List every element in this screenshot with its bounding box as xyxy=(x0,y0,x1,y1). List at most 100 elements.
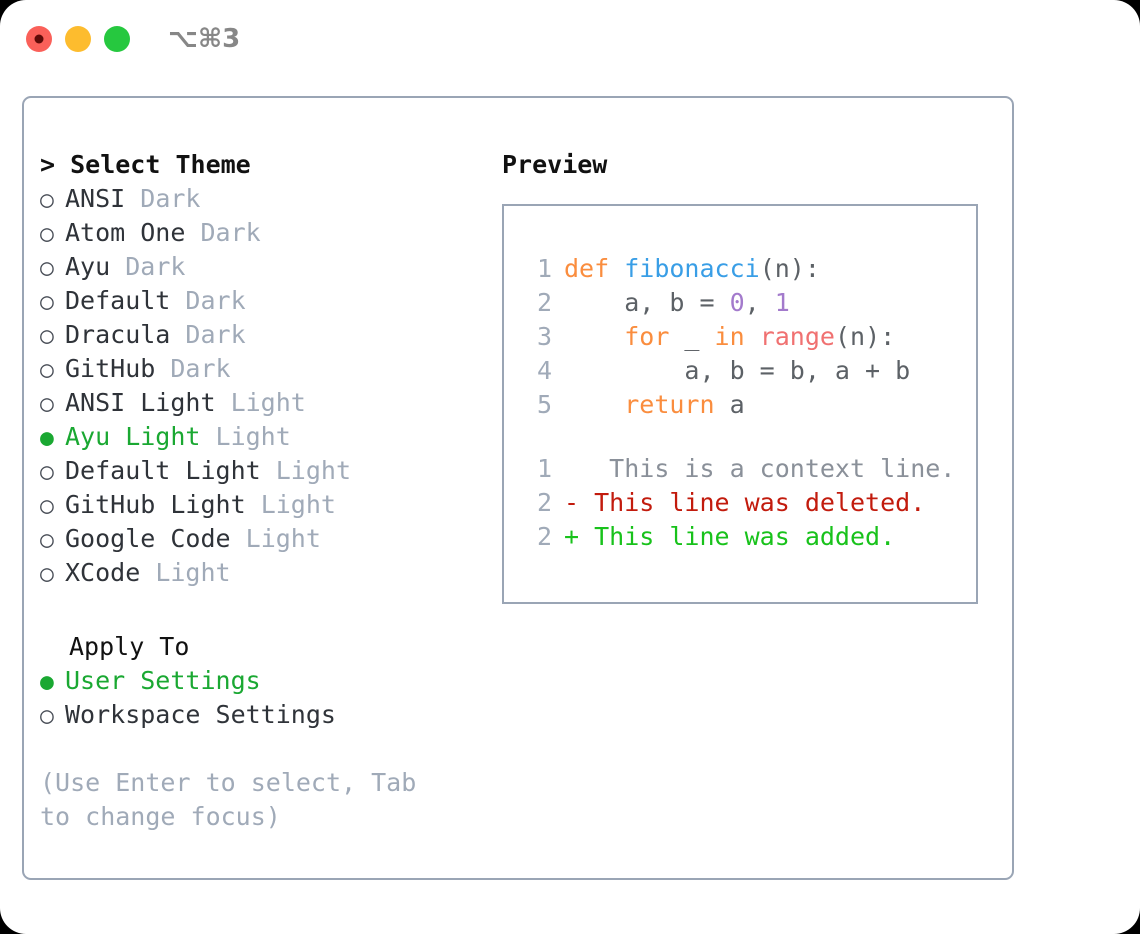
code-token-txt: a xyxy=(714,390,745,419)
radio-selected-icon: ● xyxy=(40,425,54,451)
code-token-txt: (n): xyxy=(759,254,820,283)
diff-text: This line was deleted. xyxy=(579,488,926,517)
code-line-number: 2 xyxy=(536,288,552,317)
theme-option-variant: Dark xyxy=(170,354,231,383)
apply-to-option-label: User Settings xyxy=(65,666,261,695)
code-token-txt: a, b = b, a + b xyxy=(564,356,911,385)
code-line: 5 return a xyxy=(504,388,976,422)
radio-selected-icon: ● xyxy=(40,669,54,695)
theme-option-label: ANSI xyxy=(65,184,126,213)
code-token-txt: , xyxy=(744,288,775,317)
label-gap xyxy=(170,318,185,352)
diff-sign: - xyxy=(564,488,580,517)
theme-option-variant: Dark xyxy=(200,218,261,247)
apply-to-option-workspace-settings[interactable]: ○ Workspace Settings xyxy=(40,698,490,732)
radio-unselected-icon: ○ xyxy=(40,703,54,729)
radio-unselected-icon: ○ xyxy=(40,221,54,247)
theme-option-variant: Light xyxy=(275,456,351,485)
minimize-window-button[interactable] xyxy=(65,26,91,52)
code-token-kw: in xyxy=(714,322,745,351)
label-gap xyxy=(170,284,185,318)
theme-option-label: Google Code xyxy=(65,524,231,553)
label-gap xyxy=(200,420,215,454)
code-token-fn: fibonacci xyxy=(624,254,760,283)
code-token-num: 0 xyxy=(729,288,745,317)
apply-to-option-user-settings[interactable]: ● User Settings xyxy=(40,664,490,698)
code-line-number: 3 xyxy=(536,322,552,351)
theme-option-variant: Light xyxy=(260,490,336,519)
label-gap xyxy=(155,352,170,386)
code-token-kw: return xyxy=(624,390,715,419)
theme-option-label: XCode xyxy=(65,558,141,587)
diff-line-add: 2 + This line was added. xyxy=(504,520,976,554)
theme-option-atom-one[interactable]: ○Atom One Dark xyxy=(40,216,490,250)
theme-option-ayu-light[interactable]: ●Ayu Light Light xyxy=(40,420,490,454)
diff-line-number: 2 xyxy=(536,488,552,517)
theme-option-variant: Dark xyxy=(185,320,246,349)
theme-option-ansi-light[interactable]: ○ANSI Light Light xyxy=(40,386,490,420)
theme-option-label: ANSI Light xyxy=(65,388,216,417)
theme-option-variant: Light xyxy=(230,388,306,417)
theme-option-variant: Dark xyxy=(185,286,246,315)
theme-option-default-light[interactable]: ○Default Light Light xyxy=(40,454,490,488)
theme-option-ansi[interactable]: ○ANSI Dark xyxy=(40,182,490,216)
theme-option-default[interactable]: ○Default Dark xyxy=(40,284,490,318)
hint-spacer xyxy=(40,732,490,766)
apply-to-option-label: Workspace Settings xyxy=(65,700,336,729)
code-token-call: range xyxy=(759,322,835,351)
theme-option-xcode[interactable]: ○XCode Light xyxy=(40,556,490,590)
maximize-window-button[interactable] xyxy=(104,26,130,52)
theme-option-label: Default Light xyxy=(65,456,261,485)
theme-option-github-light[interactable]: ○GitHub Light Light xyxy=(40,488,490,522)
theme-option-variant: Dark xyxy=(125,252,186,281)
theme-option-list: ○ANSI Dark○Atom One Dark○Ayu Dark○Defaul… xyxy=(40,182,490,590)
label-gap xyxy=(140,556,155,590)
label-gap xyxy=(185,216,200,250)
radio-unselected-icon: ○ xyxy=(40,527,54,553)
theme-option-label: Ayu xyxy=(65,252,111,281)
label-gap xyxy=(216,386,231,420)
diff-sign: + xyxy=(564,522,580,551)
label-gap xyxy=(110,250,125,284)
theme-option-variant: Light xyxy=(155,558,231,587)
traffic-light-group xyxy=(26,26,130,52)
title-bar: ⌥⌘3 xyxy=(0,0,1140,78)
radio-unselected-icon: ○ xyxy=(40,493,54,519)
diff-line-number: 2 xyxy=(536,522,552,551)
code-line-number: 4 xyxy=(536,356,552,385)
apply-to-option-list: ● User Settings ○ Workspace Settings xyxy=(40,664,490,732)
theme-option-variant: Light xyxy=(245,524,321,553)
code-line-number: 5 xyxy=(536,390,552,419)
code-line: 3 for _ in range(n): xyxy=(504,320,976,354)
close-window-button[interactable] xyxy=(26,26,52,52)
code-token-txt xyxy=(564,320,624,354)
label-gap xyxy=(125,182,140,216)
code-token-txt xyxy=(745,320,760,354)
theme-option-github[interactable]: ○GitHub Dark xyxy=(40,352,490,386)
code-token-num: 1 xyxy=(774,288,790,317)
label-gap xyxy=(231,522,246,556)
code-token-txt xyxy=(564,388,624,422)
diff-text: This is a context line. xyxy=(579,454,956,483)
label-gap xyxy=(261,454,276,488)
diff-sign xyxy=(564,452,579,486)
theme-option-google-code[interactable]: ○ Google Code Light xyxy=(40,522,490,556)
code-line: 4 a, b = b, a + b xyxy=(504,354,976,388)
diff-text: This line was added. xyxy=(579,522,896,551)
code-line: 2 a, b = 0, 1 xyxy=(504,286,976,320)
diff-sample: 1 This is a context line.2- This line wa… xyxy=(504,452,976,554)
code-token-txt: a, b = xyxy=(564,288,730,317)
keyboard-hint-text: (Use Enter to select, Tab to change focu… xyxy=(40,768,417,831)
theme-option-label: Ayu Light xyxy=(65,422,201,451)
theme-option-label: Dracula xyxy=(65,320,171,349)
theme-option-ayu[interactable]: ○Ayu Dark xyxy=(40,250,490,284)
code-diff-separator xyxy=(504,422,976,452)
code-token-txt: _ xyxy=(669,322,715,351)
code-token-kw: def xyxy=(564,254,625,283)
preview-header: Preview xyxy=(502,150,608,179)
radio-unselected-icon: ○ xyxy=(40,323,54,349)
theme-option-dracula[interactable]: ○ Dracula Dark xyxy=(40,318,490,352)
